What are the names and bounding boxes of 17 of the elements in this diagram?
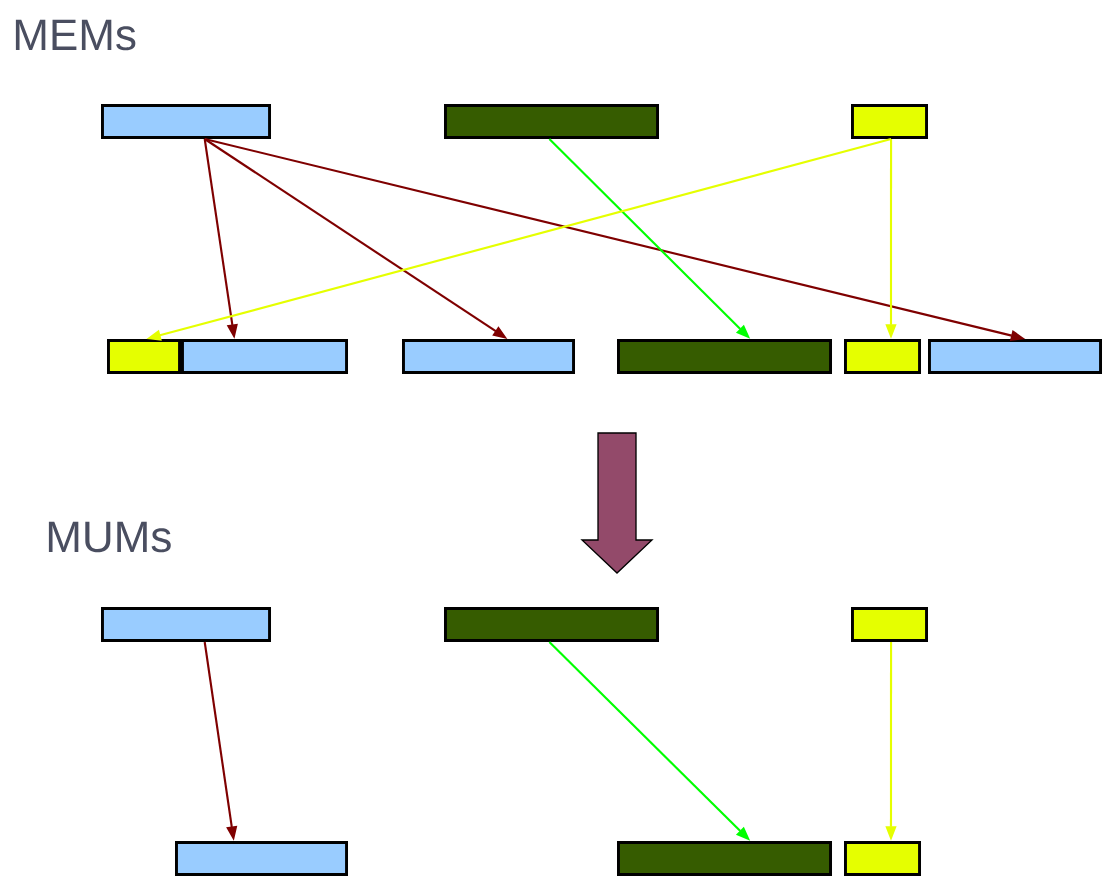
bar-box bbox=[851, 104, 928, 139]
bar-box bbox=[844, 841, 921, 876]
bar-box bbox=[617, 339, 832, 374]
bar-box bbox=[402, 339, 575, 374]
bar-box bbox=[175, 841, 348, 876]
section-heading: MEMs bbox=[15, 19, 136, 51]
bar-box bbox=[444, 104, 659, 139]
bar-box bbox=[928, 339, 1102, 374]
bar-box bbox=[101, 607, 271, 642]
bar-box bbox=[844, 339, 921, 374]
bar-box bbox=[851, 607, 928, 642]
bar-box bbox=[617, 841, 832, 876]
section-heading: MUMs bbox=[48, 521, 171, 553]
bar-box bbox=[107, 339, 181, 374]
bar-box bbox=[101, 104, 271, 139]
bar-box bbox=[181, 339, 348, 374]
bar-box bbox=[444, 607, 659, 642]
